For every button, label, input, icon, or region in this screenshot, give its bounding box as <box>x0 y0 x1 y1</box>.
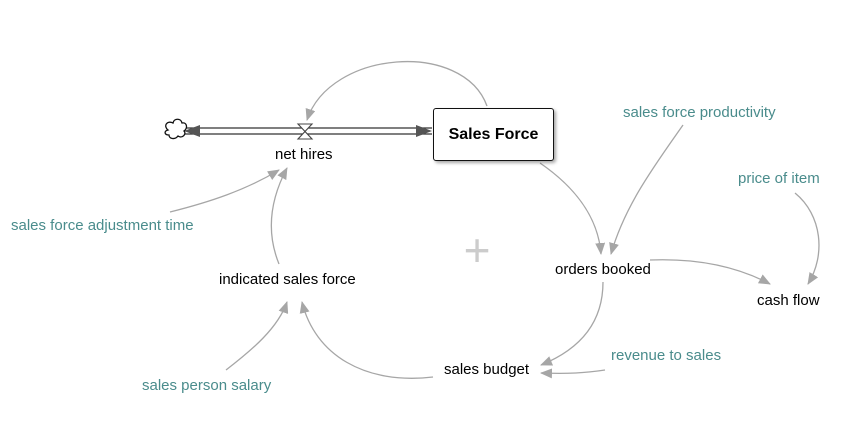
cloud-icon <box>164 118 188 140</box>
link-productivity-to-ordersbooked <box>609 124 684 255</box>
link-salesforce-to-ordersbooked <box>539 162 606 255</box>
link-salesforce-to-nethires <box>305 60 488 121</box>
constant-price-of-item[interactable]: price of item <box>738 170 820 187</box>
constant-sales-person-salary[interactable]: sales person salary <box>142 377 272 394</box>
variable-orders-booked[interactable]: orders booked <box>555 261 651 278</box>
link-salary-to-indicated <box>225 301 289 371</box>
link-salesbudget-to-indicated <box>299 301 434 379</box>
link-indicated-to-nethires <box>270 167 288 265</box>
link-ordersbooked-to-salesbudget <box>540 281 604 366</box>
variable-indicated-sales-force[interactable]: indicated sales force <box>219 271 356 288</box>
link-adjtime-to-nethires <box>169 169 280 213</box>
constant-revenue-to-sales[interactable]: revenue to sales <box>611 347 722 364</box>
loop-polarity-marker: + <box>464 224 491 276</box>
pipe-arrow-right <box>416 125 432 137</box>
link-price-to-cashflow <box>794 192 820 285</box>
pipe-arrow-left <box>184 125 200 137</box>
link-ordersbooked-to-cashflow <box>649 259 771 285</box>
valve-icon <box>296 123 314 140</box>
stock-sales-force[interactable]: Sales Force <box>433 108 554 161</box>
link-revenue-to-salesbudget <box>540 368 606 379</box>
flow-net-hires-label[interactable]: net hires <box>275 146 333 163</box>
constant-sales-force-adjustment-time[interactable]: sales force adjustment time <box>11 217 194 234</box>
stock-label: Sales Force <box>448 125 539 143</box>
variable-cash-flow[interactable]: cash flow <box>757 292 820 309</box>
variable-sales-budget[interactable]: sales budget <box>444 361 530 378</box>
constant-sales-force-productivity[interactable]: sales force productivity <box>623 104 776 121</box>
